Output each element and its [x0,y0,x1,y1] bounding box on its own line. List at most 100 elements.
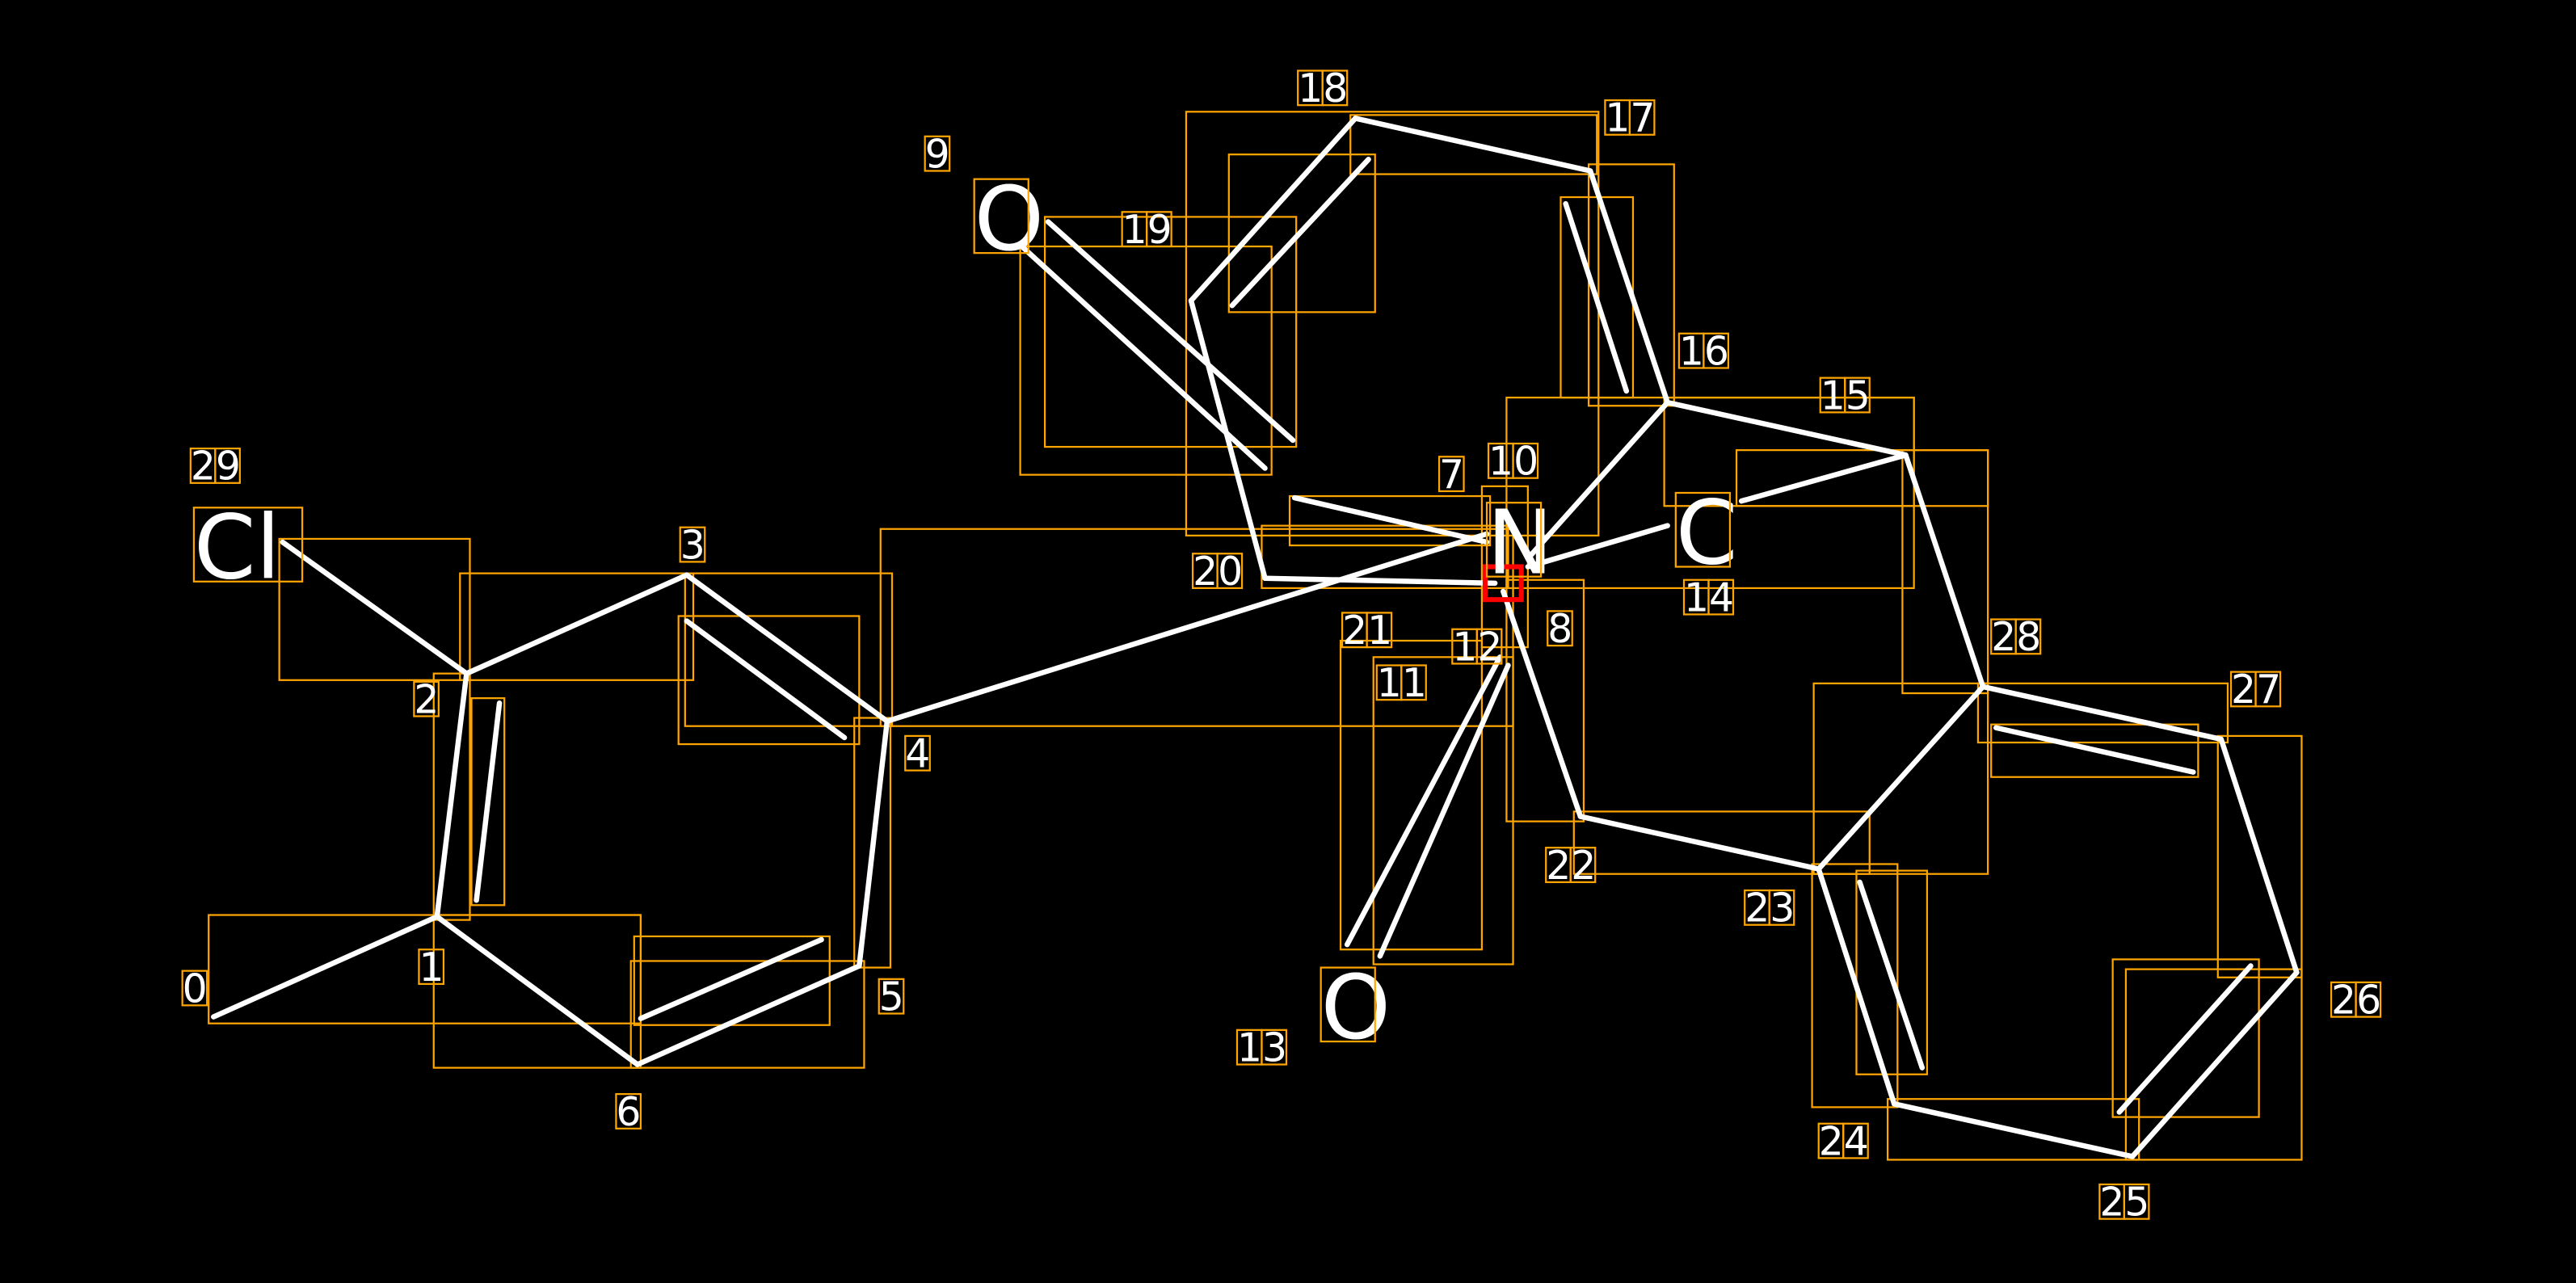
atom-label-n: N [1487,491,1553,595]
bond-line [1816,684,1986,872]
bond-line [1344,654,1503,948]
bond-line [1587,168,1670,406]
atom-index-label: 4 [905,731,930,777]
index-char-box [1703,332,1730,369]
atom-label-box [1485,502,1543,578]
bond-line [1262,575,1498,587]
bond-line [1980,684,2225,742]
bounding-box [1372,656,1514,965]
index-char-box [2123,1183,2150,1220]
bounding-box [432,672,471,921]
bond-line [211,914,440,1020]
bounding-box [2111,958,2260,1118]
bond-line [1563,200,1630,394]
bounding-box [1288,494,1492,547]
index-char-box [1437,456,1465,493]
atom-index-label: 2 [414,676,439,722]
bond-line [1045,219,1296,444]
bond-line [1903,452,1986,690]
index-char-box [679,526,706,563]
atom-index-label: 6 [616,1089,641,1135]
index-char-box [1261,1029,1288,1066]
bond-line [1501,588,1584,819]
atom-index-label: 3 [680,522,705,568]
bounding-box [1976,682,2229,744]
bond-line [884,531,1490,724]
index-char-box [214,447,241,484]
bounding-box [1990,723,2199,778]
index-char-box [924,135,951,172]
bounding-box [432,914,642,1069]
index-char-box [1707,578,1735,616]
atom-index-label: 1 [419,944,444,991]
bounding-box [677,615,861,746]
bounding-box [1339,639,1484,951]
bond-line [1377,663,1511,959]
bond-line [1353,116,1593,174]
bond-line [1229,157,1371,309]
bond-line [1891,1101,2136,1159]
index-char-box [1569,847,1597,883]
atom-index-label: 8 [1547,606,1572,652]
bond-line [1188,297,1268,581]
index-char-box [878,978,905,1015]
bond-line [1525,399,1670,562]
bond-line [474,700,503,903]
bounding-box [470,697,506,907]
bond-line [434,671,469,919]
atom-label-o: O [1321,956,1391,1059]
index-char-box [1768,889,1795,926]
atom-index-label: 7 [1439,452,1464,498]
bond-line [1993,725,2196,775]
index-char-box [2014,618,2042,655]
index-char-box [1146,211,1172,248]
bounding-box [2124,968,2303,1161]
bond-line [1525,523,1670,570]
index-char-box [1400,664,1427,701]
index-char-box [1321,69,1349,107]
bounding-box [1901,449,1989,695]
bond-line [684,572,890,724]
atom-label-cl: Cl [194,496,280,599]
highlight-box [1482,564,1524,603]
index-char-box [1628,99,1656,136]
bond-line [2218,736,2300,975]
bounding-box [1587,163,1675,407]
index-char-box [1512,442,1539,479]
atom-label-box [973,178,1029,254]
index-char-box [1475,628,1503,665]
index-char-box [1366,612,1393,649]
atom-index-label: 0 [183,965,208,1012]
bond-line [2129,970,2300,1159]
atom-label-box [1320,966,1376,1043]
bond-line [2116,963,2254,1115]
index-char-box [1216,553,1244,590]
index-char-box [615,1093,642,1129]
bond-line [1738,452,1909,504]
bounding-box [1572,810,1871,875]
index-char-box [904,734,931,772]
bond-line [1577,814,1821,872]
bounding-box [1505,578,1585,822]
bounding-box [1349,114,1598,175]
bounding-box [278,537,471,681]
index-char-box [1844,376,1871,414]
index-char-box [1842,1122,1869,1159]
index-char-box [418,949,445,986]
bond-line [1665,399,1909,458]
atom-index-label: 5 [879,974,904,1020]
bond-line [1816,866,1897,1107]
atom-index-label: 9 [925,131,950,177]
index-char-box [181,970,208,1007]
index-char-box [413,680,440,717]
bounding-box [629,960,865,1069]
bounding-box [1735,449,1989,507]
bond-line [434,914,641,1067]
bounding-box [684,572,894,727]
index-char-box [2254,671,2282,708]
atom-label-o: O [974,167,1044,271]
bounding-box [1185,111,1600,536]
bounding-box [1886,1098,2140,1161]
